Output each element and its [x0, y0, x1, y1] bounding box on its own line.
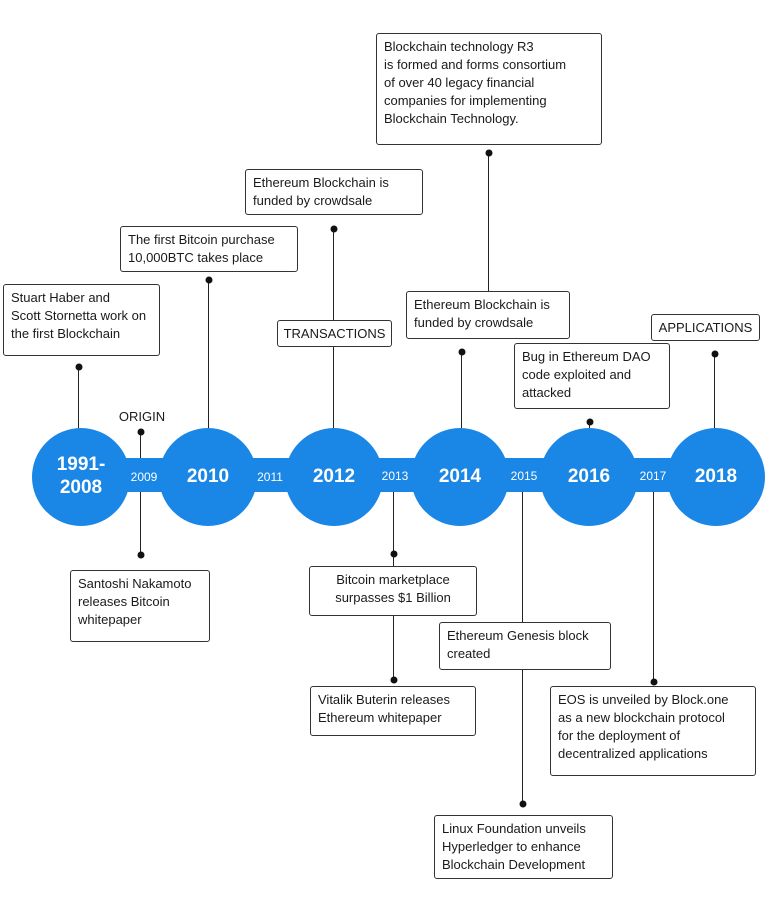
event-ethereum-crowdsale-1: Ethereum Blockchain is funded by crowdsa…: [245, 169, 423, 215]
event-bitcoin-marketplace: Bitcoin marketplace surpasses $1 Billion: [309, 566, 477, 616]
dot-haber: [75, 363, 83, 371]
connector-eth-crowdsale-2: [461, 352, 462, 432]
dot-eos: [650, 678, 658, 686]
dot-dao: [586, 418, 594, 426]
connector-applications: [714, 354, 715, 434]
event-ethereum-crowdsale-2: Ethereum Blockchain is funded by crowdsa…: [406, 291, 570, 339]
year-2015: 2015: [510, 469, 538, 483]
connector-haber: [78, 367, 79, 437]
dot-eth-crowdsale-2: [458, 348, 466, 356]
connector-dao: [589, 422, 590, 432]
dot-r3: [485, 149, 493, 157]
event-hyperledger: Linux Foundation unveils Hyperledger to …: [434, 815, 613, 879]
milestone-2016: 2016: [540, 428, 638, 526]
connector-r3: [488, 153, 489, 295]
dot-nakamoto: [137, 551, 145, 559]
dot-vitalik: [390, 676, 398, 684]
phase-applications: APPLICATIONS: [651, 314, 760, 341]
connector-nakamoto: [140, 432, 141, 555]
milestone-2012: 2012: [285, 428, 383, 526]
event-eos-unveiled: EOS is unveiled by Block.one as a new bl…: [550, 686, 756, 776]
dot-applications: [711, 350, 719, 358]
milestone-2014: 2014: [411, 428, 509, 526]
phase-origin: ORIGIN: [118, 409, 166, 424]
dot-origin: [137, 428, 145, 436]
event-ethereum-genesis: Ethereum Genesis block created: [439, 622, 611, 670]
event-haber-stornetta: Stuart Haber and Scott Stornetta work on…: [3, 284, 160, 356]
connector-eos: [653, 492, 654, 682]
milestone-2018: 2018: [667, 428, 765, 526]
year-2017: 2017: [639, 469, 667, 483]
event-r3-consortium: Blockchain technology R3 is formed and f…: [376, 33, 602, 145]
dot-eth-crowdsale-1: [330, 225, 338, 233]
event-first-bitcoin-purchase: The first Bitcoin purchase 10,000BTC tak…: [120, 226, 298, 272]
milestone-1991-2008: 1991- 2008: [32, 428, 130, 526]
year-2011: 2011: [257, 470, 283, 484]
event-nakamoto-whitepaper: Santoshi Nakamoto releases Bitcoin white…: [70, 570, 210, 642]
year-2013: 2013: [381, 469, 409, 483]
connector-bitcoin-purchase: [208, 280, 209, 440]
dot-hyperledger: [519, 800, 527, 808]
dot-marketplace: [390, 550, 398, 558]
event-dao-attack: Bug in Ethereum DAO code exploited and a…: [514, 343, 670, 409]
year-2009: 2009: [130, 470, 158, 484]
phase-transactions: TRANSACTIONS: [277, 320, 392, 347]
event-vitalik-whitepaper: Vitalik Buterin releases Ethereum whitep…: [310, 686, 476, 736]
milestone-2010: 2010: [159, 428, 257, 526]
dot-bitcoin-purchase: [205, 276, 213, 284]
